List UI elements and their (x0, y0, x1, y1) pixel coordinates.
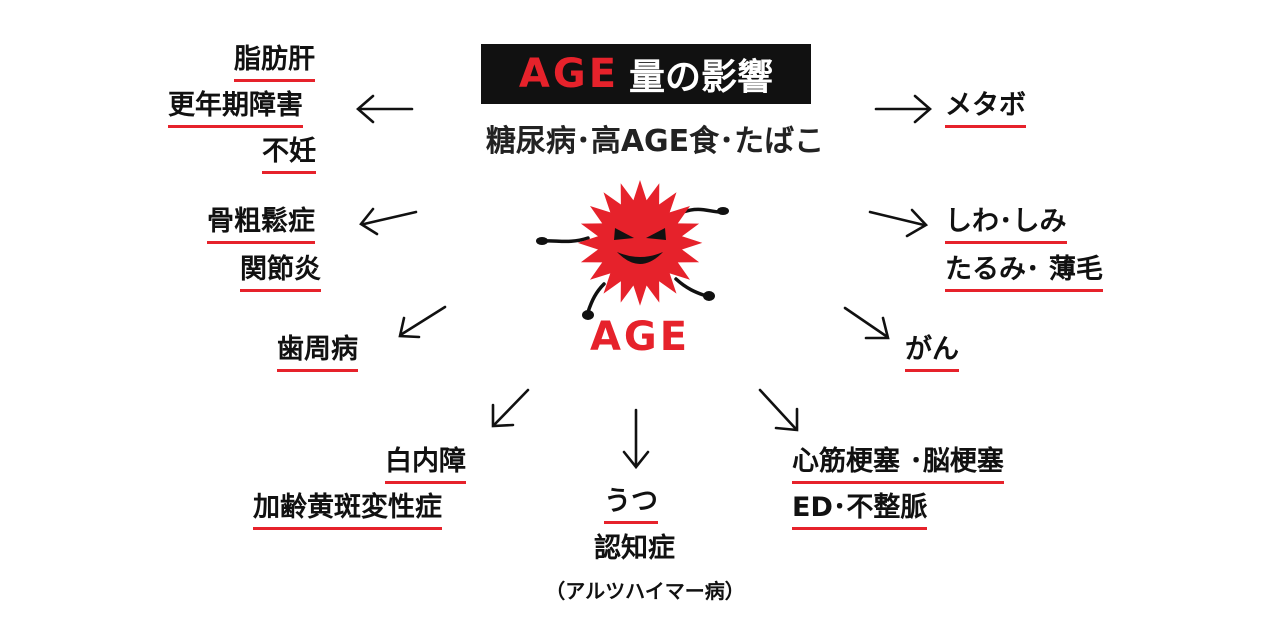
label-osteoporosis: 骨粗鬆症 (207, 206, 315, 244)
arrow-icon (359, 207, 379, 236)
label-amd: 加齢黄斑変性症 (253, 492, 442, 530)
label-wrinkles: しわ･しみ (945, 206, 1067, 244)
causes-subtitle: 糖尿病･高AGE食･たばこ (485, 124, 825, 159)
arrow-icon (493, 388, 530, 426)
title-banner: AGE 量の影響 (481, 44, 811, 104)
label-periodontal: 歯周病 (277, 334, 358, 372)
arrow-icon (362, 210, 418, 226)
arrow-icon (398, 316, 421, 339)
arrow-icon (758, 388, 797, 430)
label-dementia-note: （アルツハイマー病） (545, 579, 745, 603)
arrow-icon (622, 450, 650, 470)
label-arthritis: 関節炎 (240, 254, 321, 292)
label-cancer: がん (905, 334, 959, 372)
arrow-icon (913, 94, 932, 124)
center-age-label: AGE (589, 314, 691, 360)
label-infertility: 不妊 (262, 136, 316, 174)
arrow-icon (400, 305, 447, 336)
title-highlight: AGE (518, 51, 620, 97)
arrow-icon (905, 208, 929, 238)
label-menopause: 更年期障害 (168, 90, 303, 128)
label-sagging: たるみ･ 薄毛 (945, 254, 1103, 292)
arrow-icon (356, 94, 375, 124)
label-dementia: 認知症 (594, 533, 675, 564)
label-ed: ED･不整脈 (792, 492, 928, 530)
title-text: 量の影響 (629, 57, 774, 98)
label-depression: うつ (604, 486, 658, 524)
arrow-icon (491, 403, 515, 428)
arrow-icon (774, 407, 799, 432)
label-cataract: 白内障 (385, 446, 466, 484)
arrow-icon (843, 306, 888, 338)
arrow-icon (868, 210, 926, 227)
arrow-icon (864, 316, 890, 340)
spiky-age-mascot-icon (536, 180, 729, 320)
label-fatty-liver: 脂肪肝 (234, 44, 315, 82)
label-heart: 心筋梗塞 ･脳梗塞 (792, 446, 1004, 484)
label-metabo: メタボ (945, 90, 1026, 128)
